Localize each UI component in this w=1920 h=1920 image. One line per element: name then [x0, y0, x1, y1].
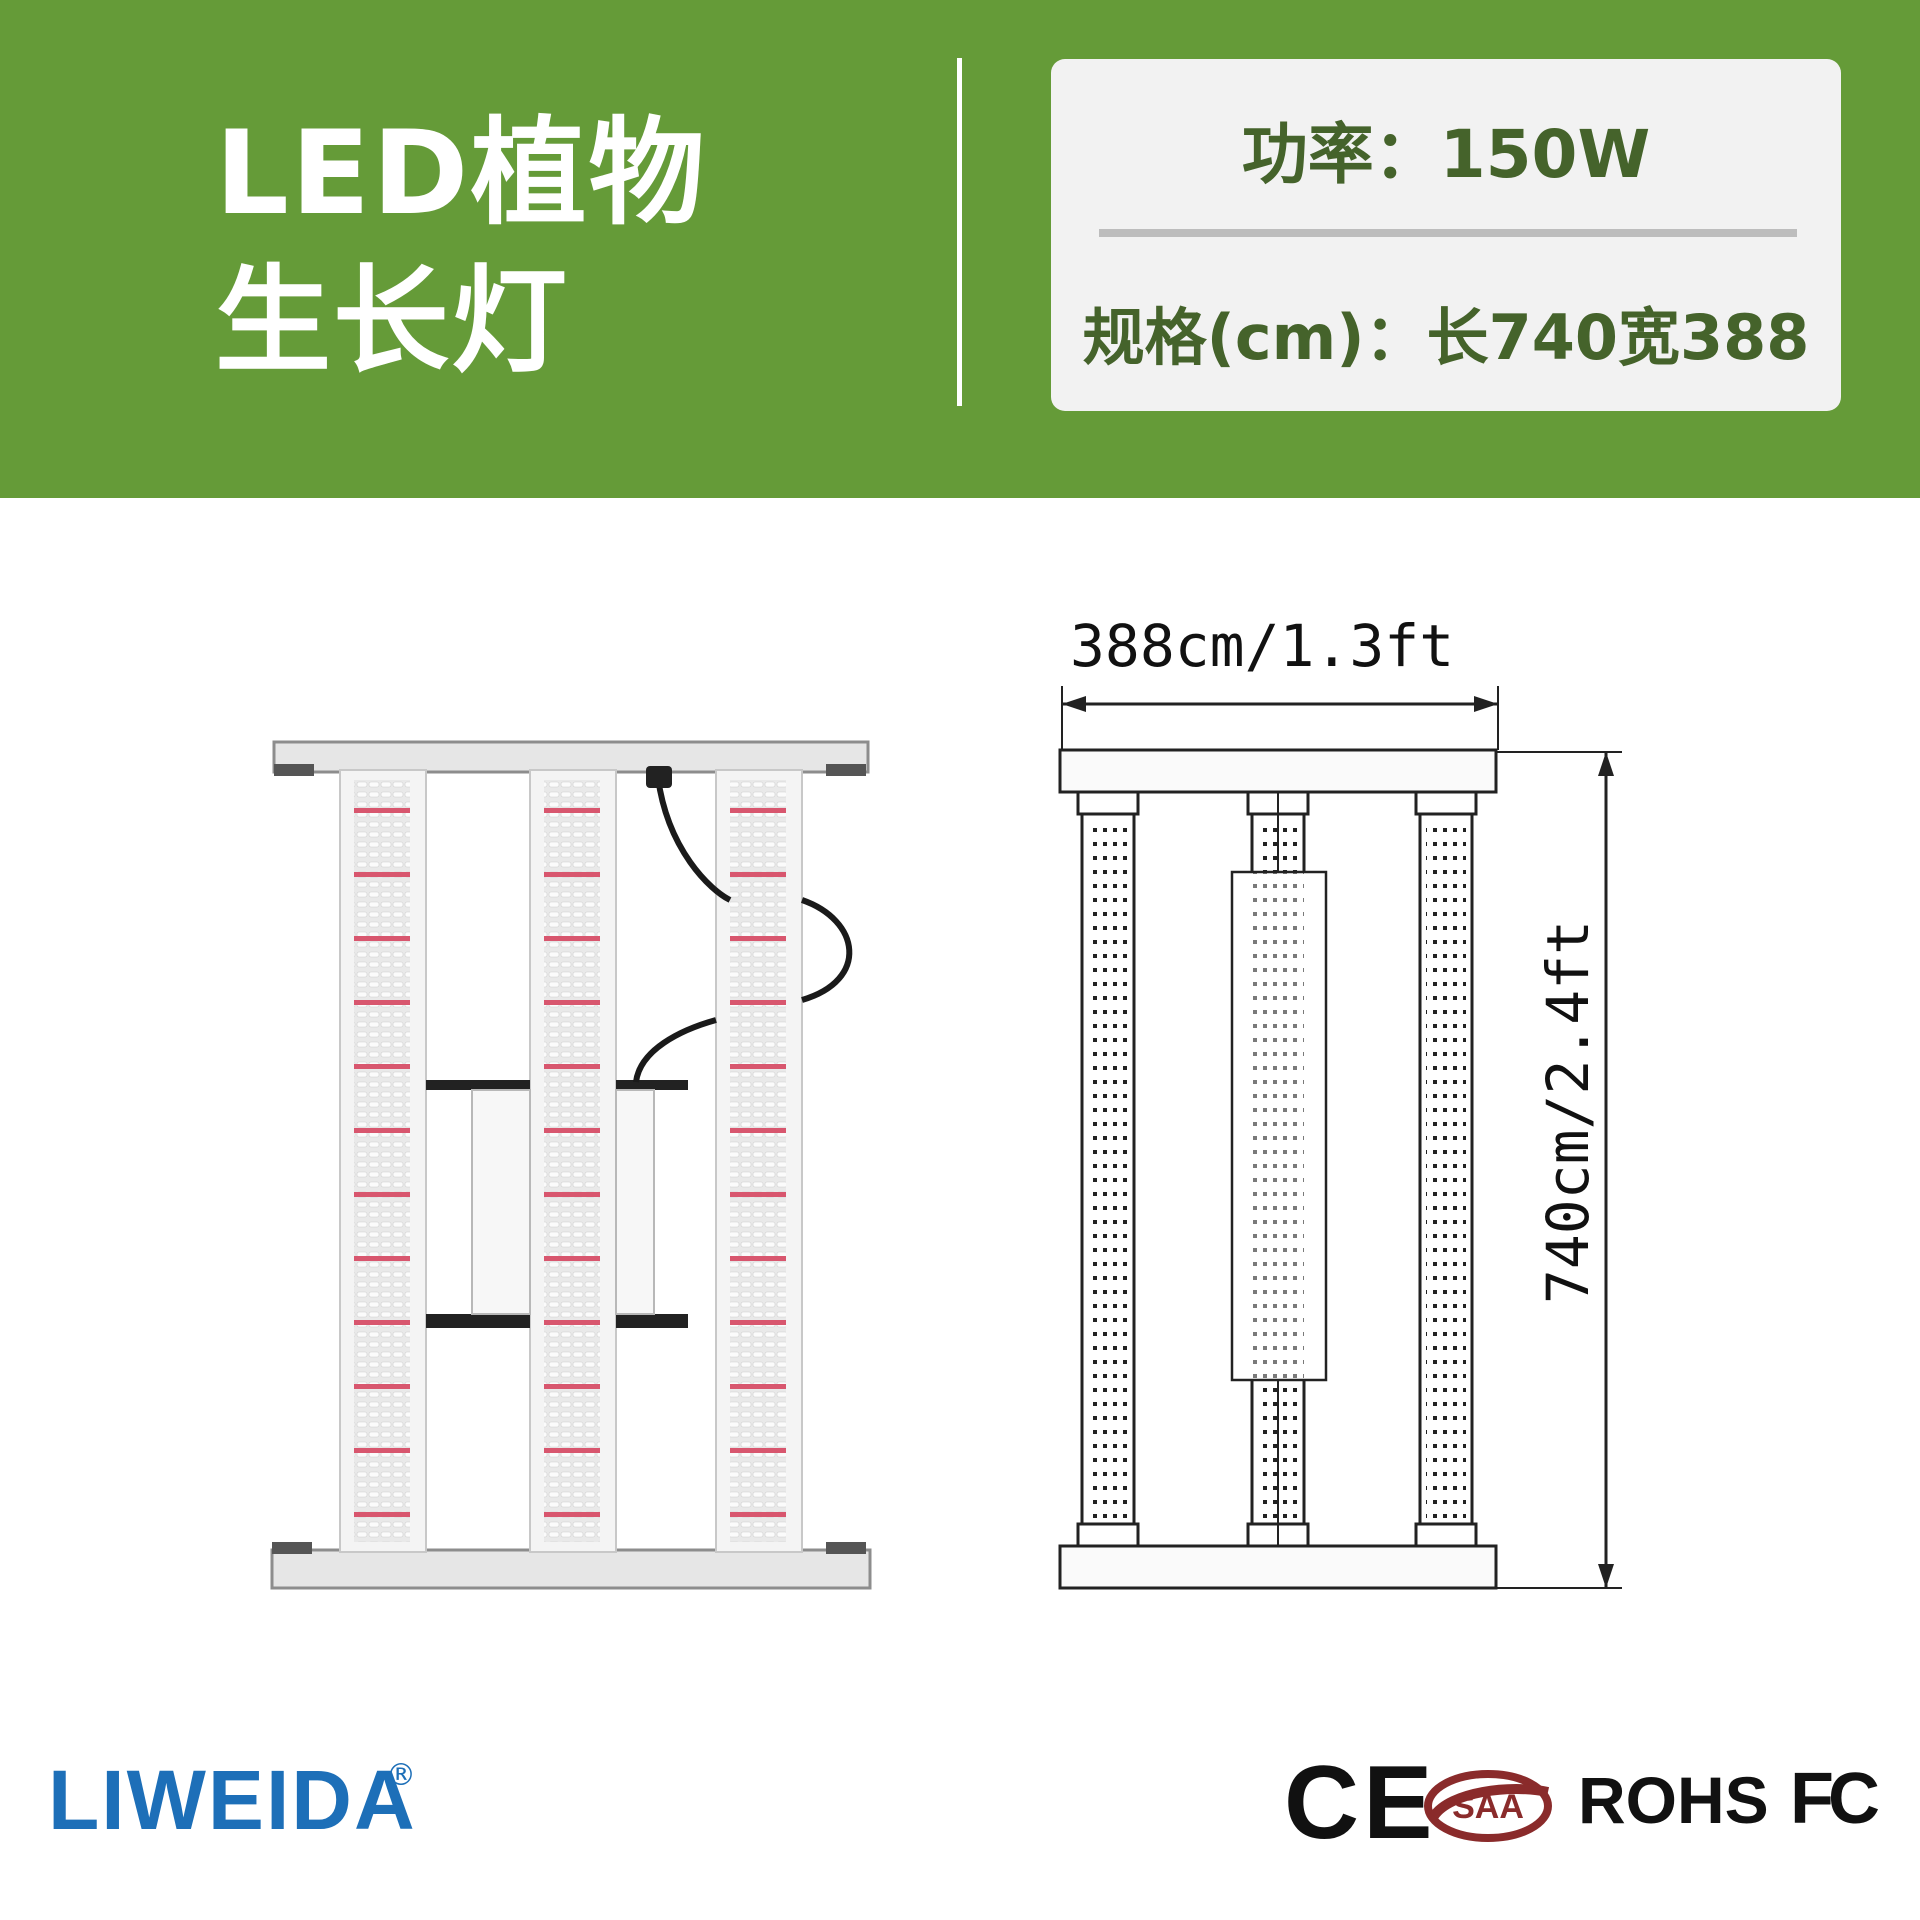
cert-saa: SAA: [1452, 1788, 1524, 1826]
spec-box: 功率：150W 规格(cm)：长740宽388: [1051, 59, 1841, 411]
technical-drawing: [1058, 686, 1622, 1590]
title-line-2: 生长灯: [215, 254, 569, 389]
brand-logo: LIWEIDA: [48, 1753, 417, 1847]
height-dimension-label: 740cm/2.4ft: [1534, 919, 1602, 1305]
spec-power: 功率：150W: [1241, 116, 1651, 193]
cert-rohs: ROHS: [1578, 1763, 1769, 1837]
header-banner: LED植物 生长灯 功率：150W 规格(cm)：长740宽388: [0, 0, 1920, 498]
width-dimension-label: 388cm/1.3ft: [1070, 612, 1455, 680]
cert-saa-badge: SAA: [1424, 1770, 1552, 1842]
spec-size: 规格(cm)：长740宽388: [1082, 301, 1810, 374]
page-title: LED植物 生长灯: [215, 100, 706, 396]
product-photo: [270, 740, 872, 1590]
header-divider: [957, 58, 962, 406]
cert-fc: FC: [1790, 1759, 1880, 1839]
cert-ce: CE: [1284, 1745, 1437, 1861]
registered-mark: ®: [386, 1758, 416, 1793]
title-line-1: LED植物: [215, 106, 707, 241]
spec-separator: [1099, 229, 1797, 237]
